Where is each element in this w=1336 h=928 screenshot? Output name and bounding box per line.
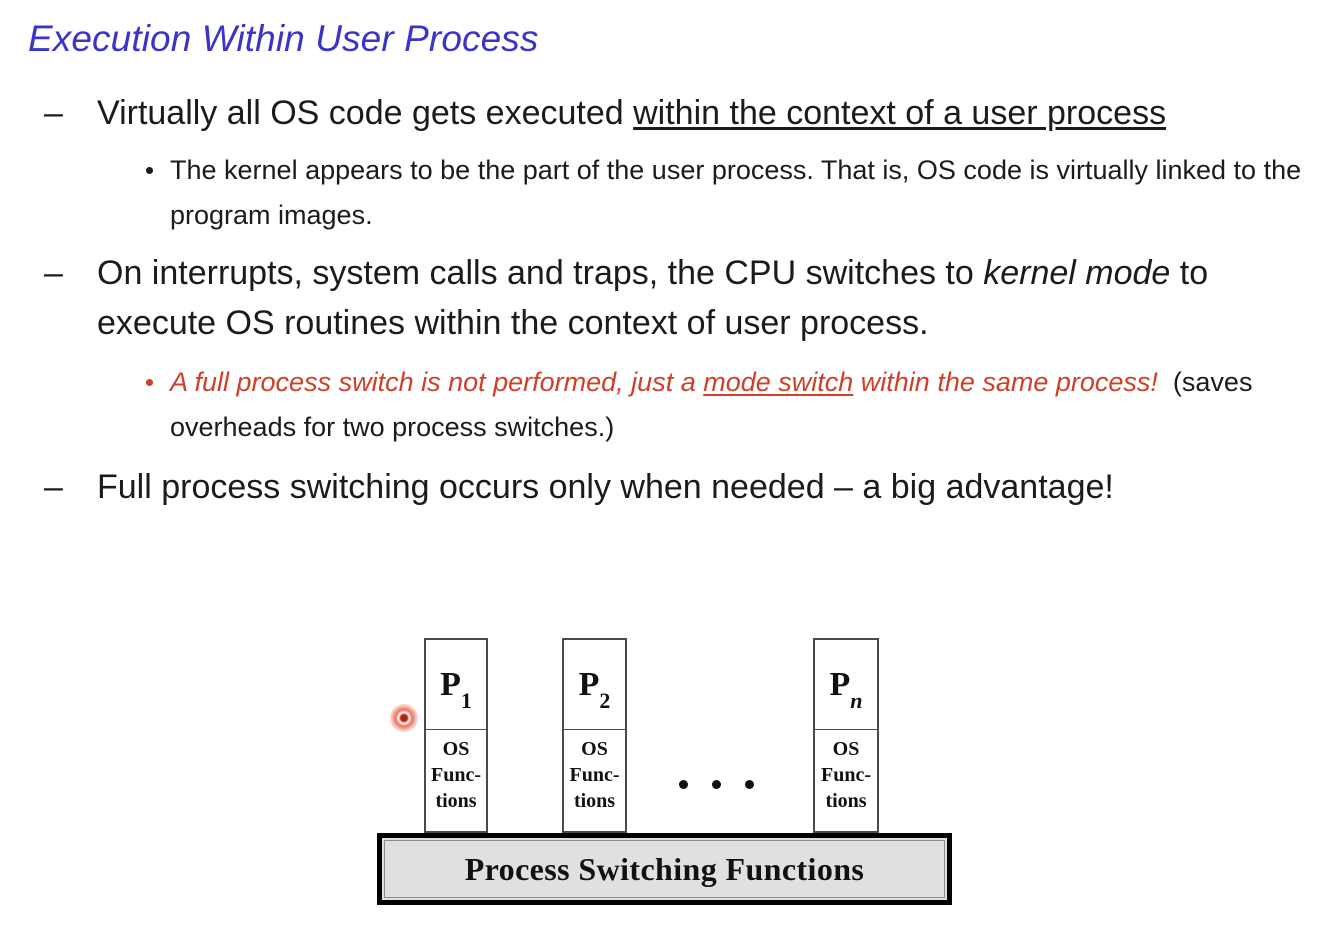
process-box-pn-header: Pn [815,640,877,730]
process-box-p2: P2 OS Func- tions [562,638,627,833]
ellipsis-dot [745,780,754,789]
os-label-line: OS [442,738,470,760]
os-label-line: tions [825,790,867,812]
process-switching-functions-bar: Process Switching Functions [377,833,952,905]
process-box-pn: Pn OS Func- tions [813,638,879,833]
bullet-level2-mode-switch-note: A full process switch is not performed, … [0,360,1336,450]
bullet-level1-full-process-switching: – Full process switching occurs only whe… [0,462,1336,512]
spacer [0,238,1336,248]
ellipsis-dot [679,780,688,789]
process-switching-functions-label: Process Switching Functions [464,850,865,887]
round-bullet-icon [146,379,153,386]
bullet-list: – Virtually all OS code gets executed wi… [0,88,1336,514]
bullet-text-plain: On interrupts, system calls and traps, t… [97,254,984,292]
page-title: Execution Within User Process [28,18,539,59]
os-label-line: Func- [821,764,871,786]
dash-bullet-icon: – [44,94,63,132]
os-label-line: OS [581,738,608,760]
spacer [0,450,1336,462]
process-box-p1: P1 OS Func- tions [424,638,488,833]
bullet-text: The kernel appears to be the part of the… [170,155,1302,230]
bullet-level1-on-interrupts-system-calls-traps: – On interrupts, system calls and traps,… [0,248,1336,348]
bullet-text: Full process switching occurs only when … [97,468,1114,506]
bullet-text-underlined: within the context of a user process [633,94,1167,132]
bullet-text-plain: Virtually all OS code gets executed [97,94,634,132]
os-label-line: tions [573,790,616,812]
process-box-pn-os-section: OS Func- tions [815,730,877,831]
bullet-text-plain-tail: to execute OS routines within the contex… [97,254,1209,342]
process-box-p2-os-section: OS Func- tions [564,730,625,831]
ellipsis-dot [712,780,721,789]
process-box-p1-os-section: OS Func- tions [426,730,486,831]
os-label-line: Func- [431,764,481,786]
bullet-level2-kernel-appears-part-of-user-process: The kernel appears to be the part of the… [0,148,1336,238]
os-label-line: tions [435,790,477,812]
dash-bullet-icon: – [44,254,63,292]
process-box-p1-header: P1 [426,640,486,730]
ellipsis-dots-icon [679,780,754,789]
bullet-text-italic-red: A full process switch is not performed, … [170,367,704,397]
bullet-text-italic-red-tail: within the same process! [853,367,1158,397]
process-box-p1-label: P1 [440,665,472,714]
process-box-p2-label: P2 [578,665,611,714]
bullet-text-italic-underlined-mode-switch: mode switch [703,367,854,397]
os-label-line: Func- [569,764,620,786]
os-label-line: OS [832,738,860,760]
round-bullet-icon [146,167,153,174]
dash-bullet-icon: – [44,468,63,506]
spacer [0,140,1336,148]
spacer [0,350,1336,360]
process-box-pn-label: Pn [829,665,863,714]
bullet-text-parenthetical-black: (saves overheads for two process switche… [170,367,1253,442]
bullet-text-italic-kernel-mode: kernel mode [983,254,1171,292]
process-box-p2-header: P2 [564,640,625,730]
laser-pointer-marker-icon [390,704,418,732]
bullet-level1-virtually-all-os-code: – Virtually all OS code gets executed wi… [0,88,1336,138]
